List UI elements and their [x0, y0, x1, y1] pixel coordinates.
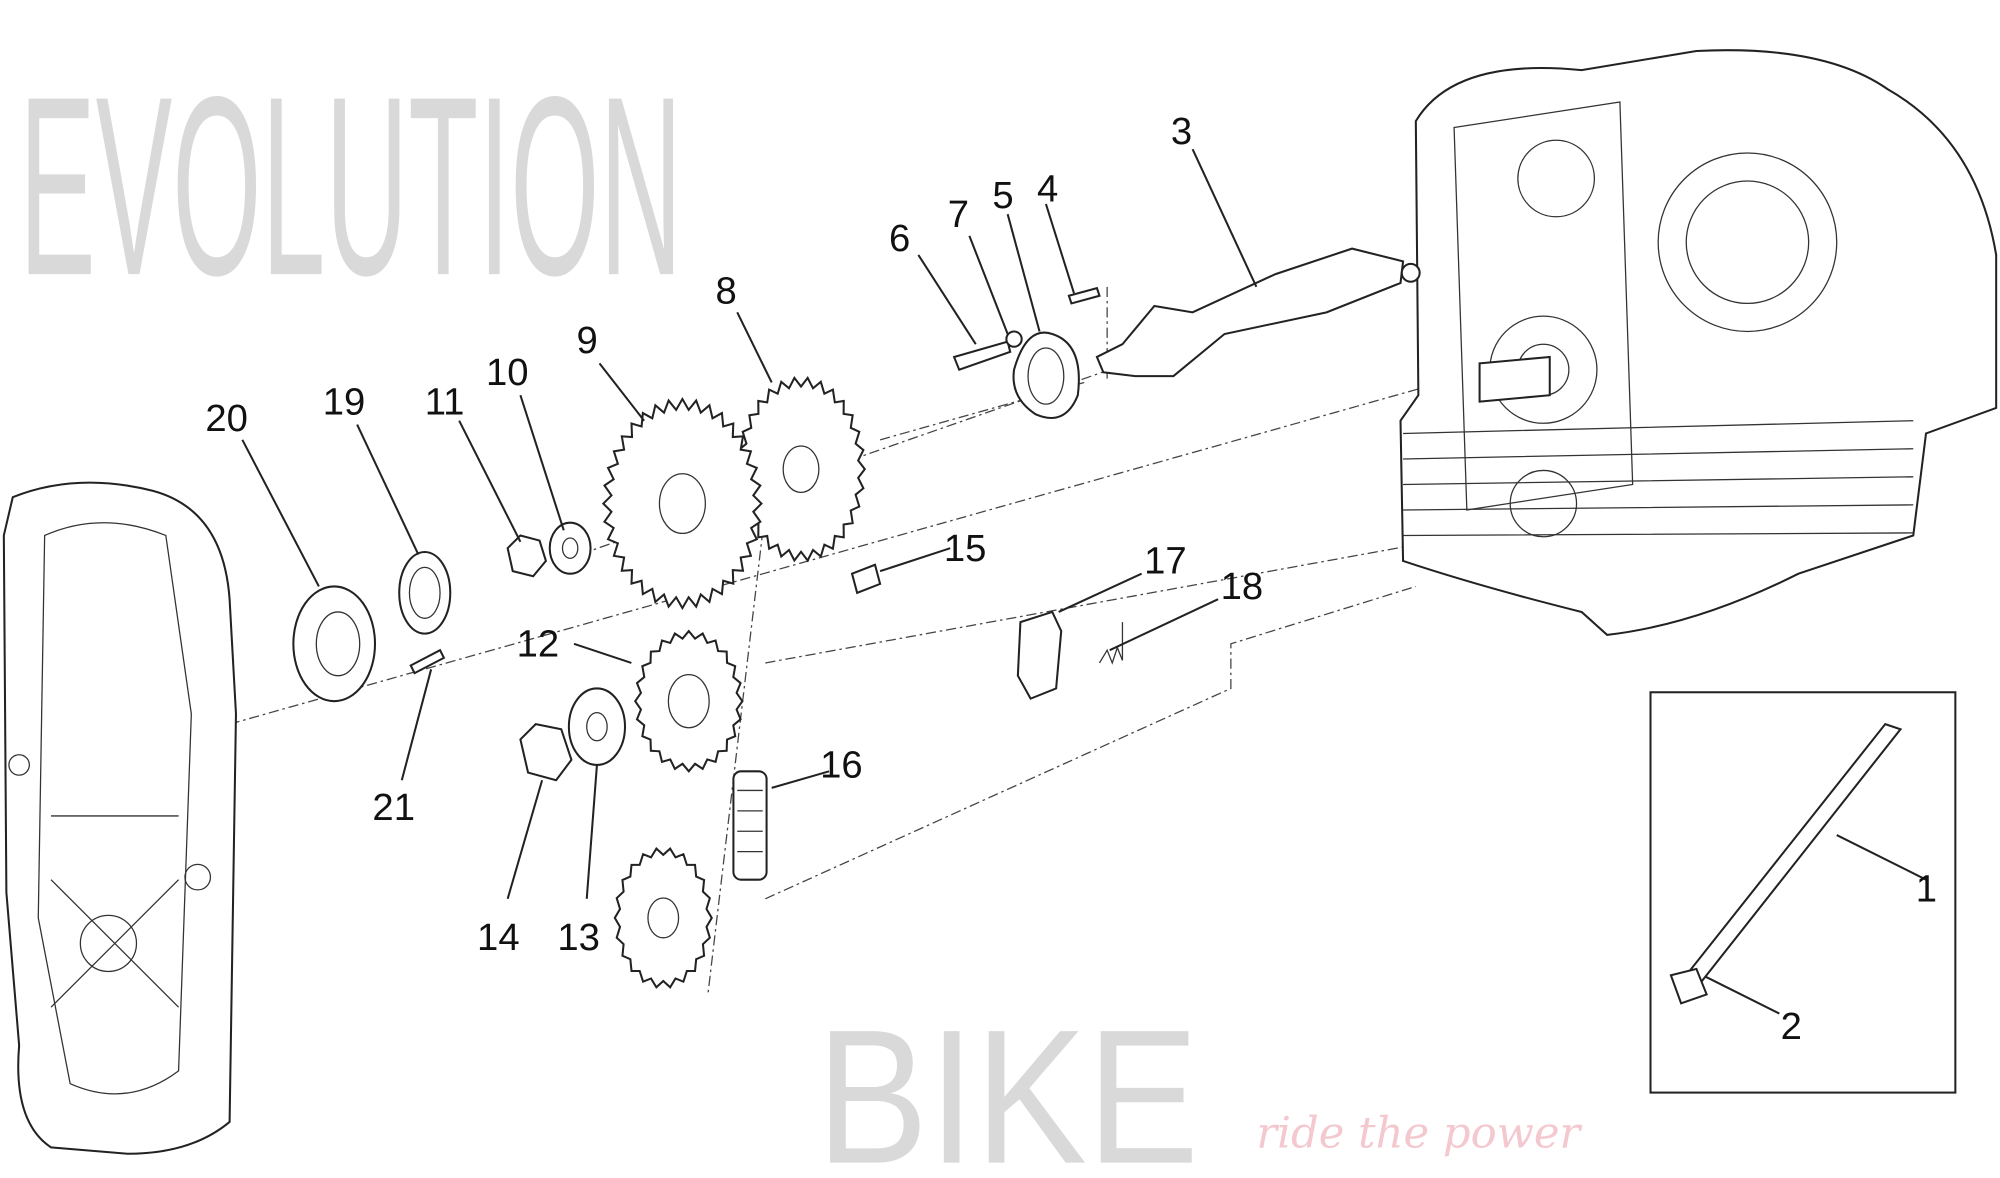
callout-1: 1	[1916, 867, 1937, 910]
spring	[1098, 622, 1124, 665]
gear-9-hub	[658, 473, 706, 535]
key	[850, 563, 882, 595]
callout-19: 19	[323, 380, 366, 423]
gear-9	[601, 396, 763, 611]
watermark-brand-line1: EVOLUTION	[19, 44, 682, 329]
chain	[732, 770, 768, 881]
callout-13: 13	[557, 916, 600, 959]
screw	[952, 340, 1012, 372]
callout-12: 12	[517, 623, 560, 666]
callout-4: 4	[1037, 167, 1058, 210]
tensioner-plate	[1016, 610, 1063, 700]
rod-end	[1669, 967, 1708, 1005]
gear-12	[633, 629, 744, 773]
watermark-brand-line2: BIKE	[816, 990, 1199, 1178]
oil-seal-19	[398, 551, 452, 635]
inset-box	[1649, 691, 1957, 1094]
washer-10	[548, 521, 592, 575]
gear-12-hub	[667, 674, 710, 729]
camshaft	[1095, 247, 1421, 378]
callout-16: 16	[820, 744, 863, 787]
tensioner-rod	[1679, 722, 1903, 990]
gear-8-hub	[782, 445, 820, 494]
gears	[601, 375, 867, 989]
assembly-axes	[229, 286, 1467, 995]
crankcase	[1399, 49, 1998, 636]
callout-7: 7	[948, 193, 969, 236]
callout-9: 9	[577, 319, 598, 362]
gear-crank	[613, 846, 713, 989]
callout-17: 17	[1144, 540, 1187, 583]
nut-14	[519, 723, 573, 782]
gear-crank-hub	[647, 897, 680, 939]
callout-8: 8	[716, 269, 737, 312]
seal-flange-20	[292, 585, 377, 703]
callout-6: 6	[889, 217, 910, 260]
pin	[1067, 286, 1101, 305]
washer-13	[567, 687, 627, 766]
callout-2: 2	[1781, 1005, 1802, 1048]
nut-11	[506, 534, 548, 578]
leader-lines	[241, 148, 1927, 1015]
callout-11: 11	[425, 380, 465, 423]
callout-15: 15	[944, 527, 987, 570]
camshaft-flange	[1012, 331, 1080, 419]
callout-14: 14	[477, 916, 520, 959]
watermark-slogan: ride the power	[1256, 1108, 1582, 1158]
screw-21	[409, 648, 446, 675]
callout-18: 18	[1221, 565, 1264, 608]
callout-21: 21	[372, 786, 415, 829]
timing-cover	[2, 481, 237, 1155]
callout-20: 20	[205, 397, 248, 440]
callout-5: 5	[992, 174, 1013, 217]
callout-3: 3	[1171, 110, 1192, 153]
watermark: EVOLUTION BIKE ride the power	[19, 44, 1582, 1178]
callout-10: 10	[486, 351, 529, 394]
washer-small	[1005, 330, 1023, 348]
callout-labels: 1 2 3 4 5 6 7 8 9 10 11 12 13 14 15 16 1…	[205, 110, 1937, 1048]
